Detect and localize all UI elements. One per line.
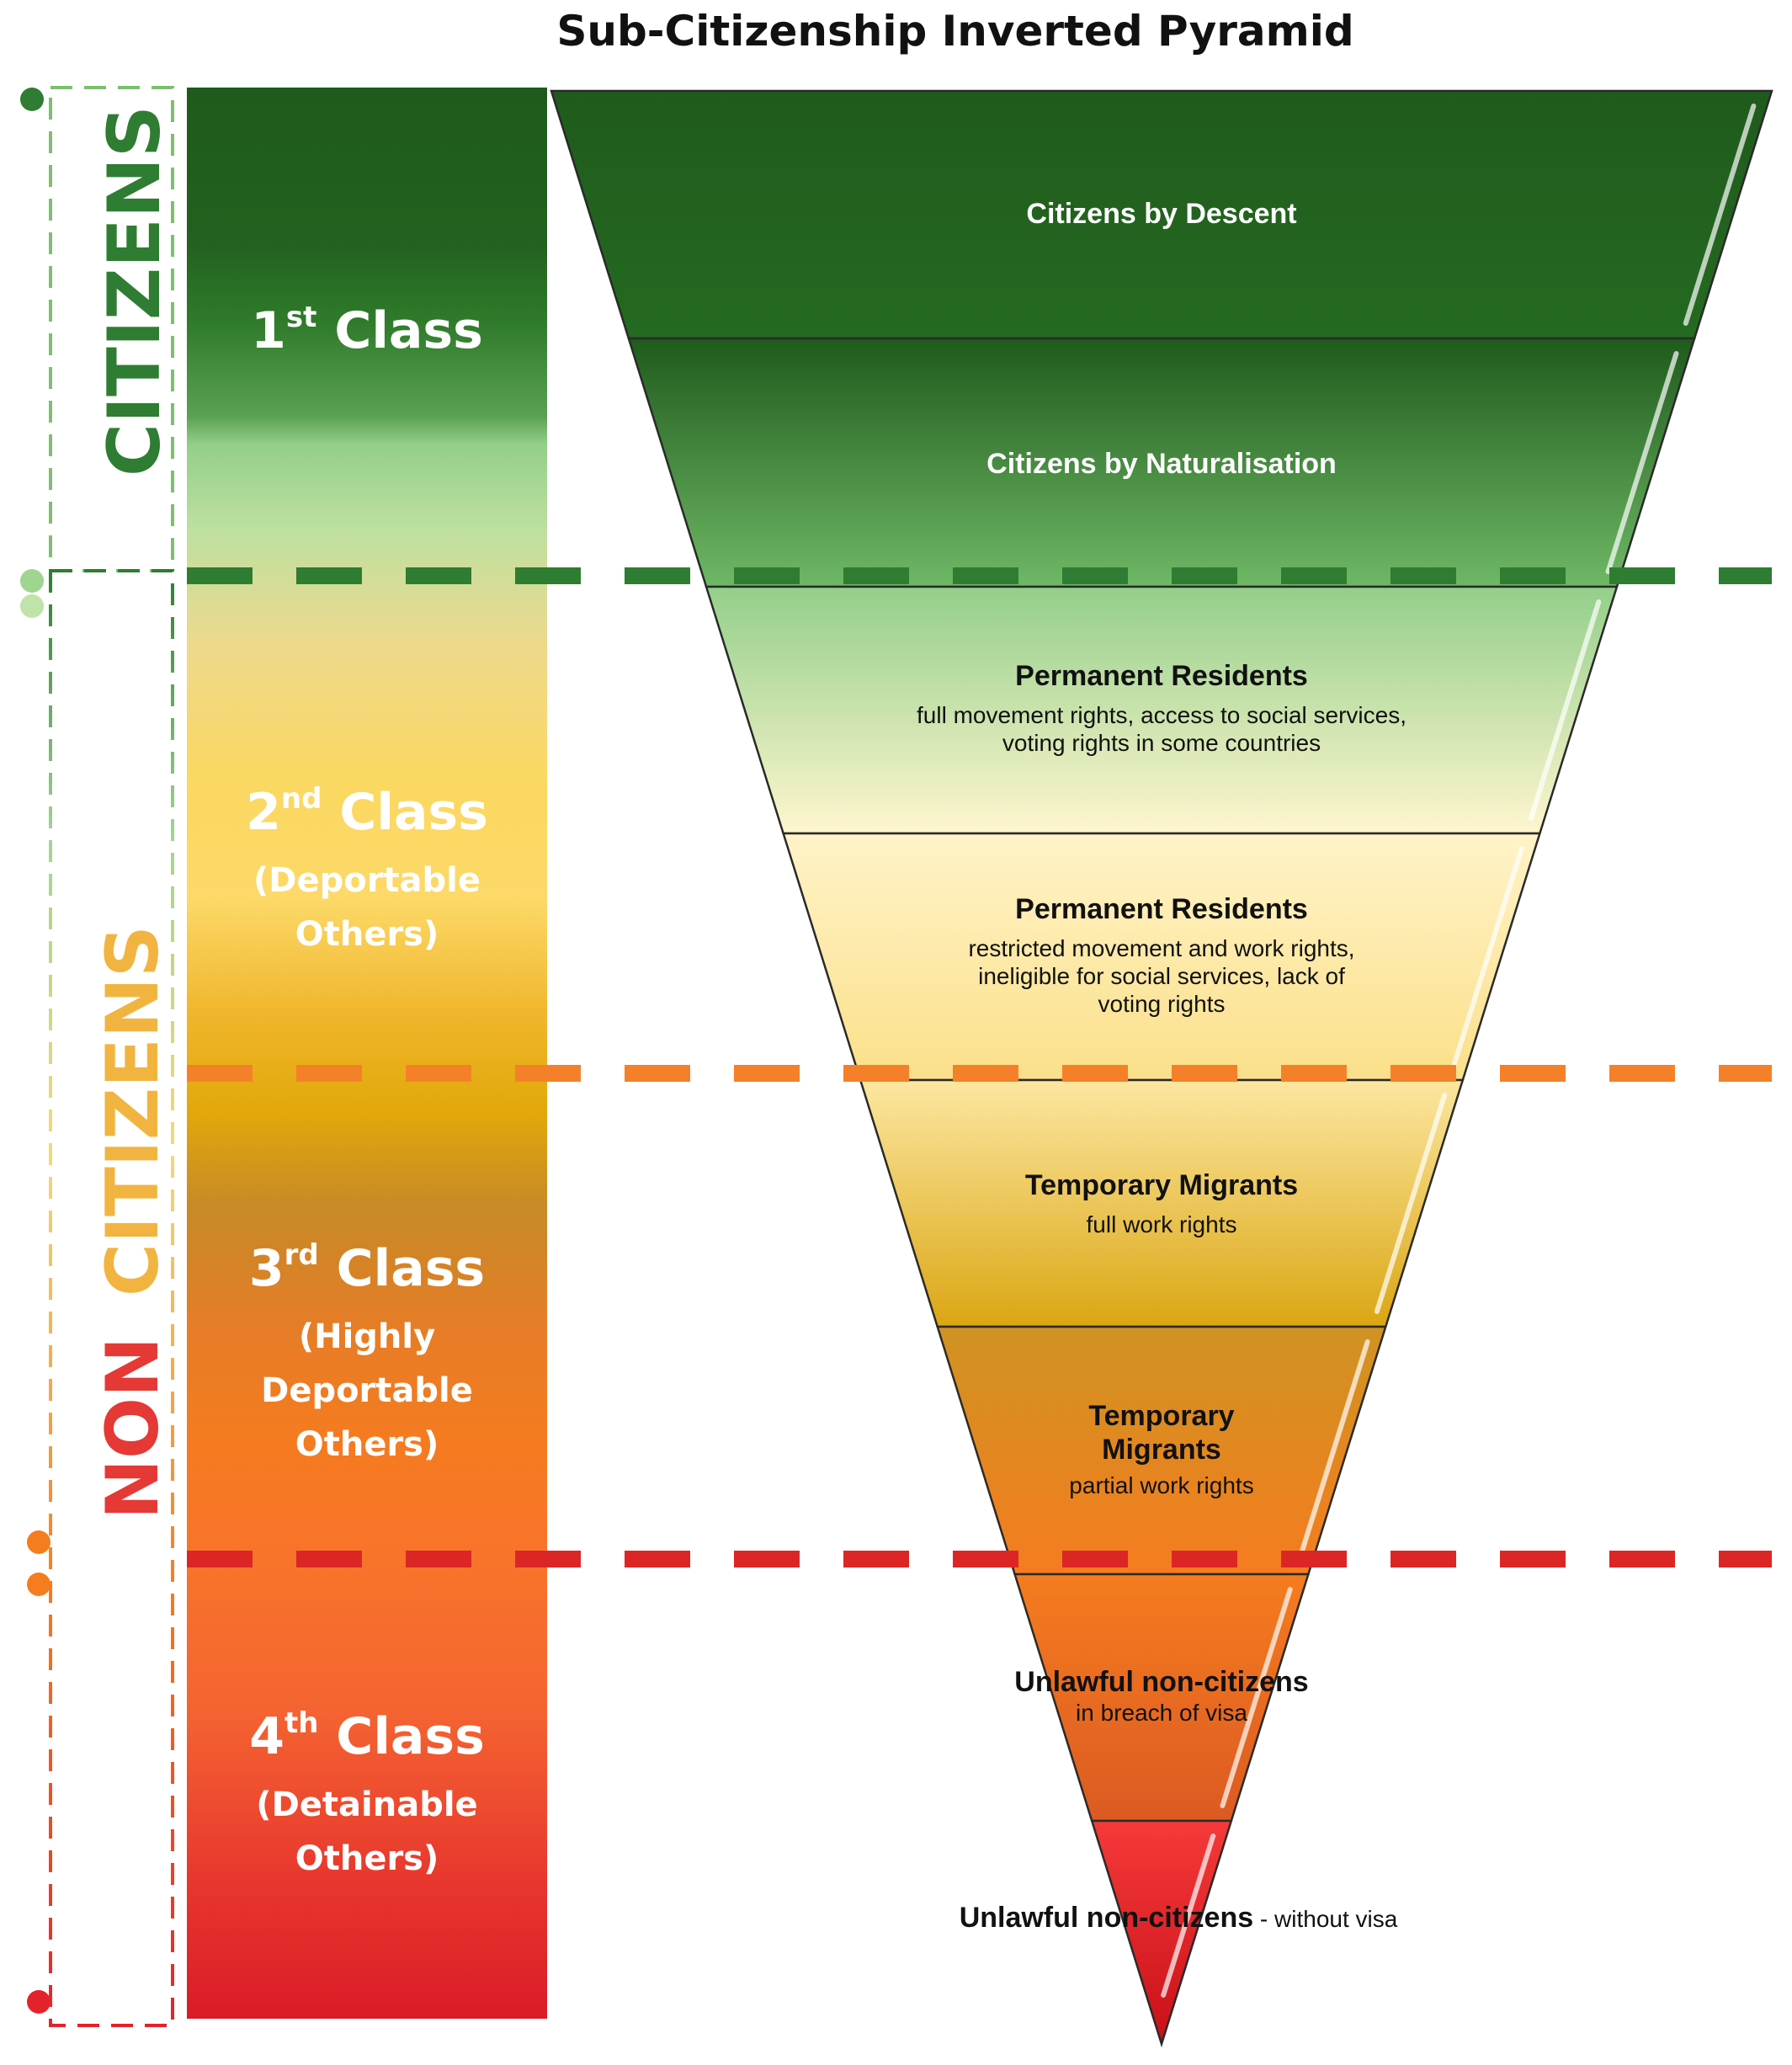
tier-title: Unlawful non-citizens xyxy=(959,1902,1254,1934)
pyramid-tier xyxy=(1090,1819,1233,2048)
class-3-name: 3rd Class xyxy=(248,1238,486,1298)
class-2-name: 2nd Class xyxy=(246,782,488,842)
tier-desc: full work rights xyxy=(1086,1211,1237,1237)
tier-title: Temporary Migrants xyxy=(1024,1169,1299,1201)
tier-desc: - without visa xyxy=(1253,1906,1398,1932)
tier-highlight xyxy=(1220,1587,1293,1808)
page-title: Sub-Citizenship Inverted Pyramid xyxy=(556,7,1354,56)
tier-title: Citizens by Naturalisation xyxy=(986,448,1337,480)
timeline-dot xyxy=(20,594,44,618)
tier-highlight xyxy=(1451,846,1524,1067)
timeline-dot xyxy=(20,88,44,111)
class-3-label: 3rd Class (Highly Deportable Others) xyxy=(187,1238,547,1472)
tier-highlight xyxy=(1374,1093,1448,1314)
class-1-name: 1st Class xyxy=(251,301,483,360)
class-4-label: 4th Class (Detainable Others) xyxy=(187,1706,547,1886)
tier-permanent-residents-restricted: Permanent Residents restricted movement … xyxy=(867,892,1456,1018)
tier-permanent-residents-full: Permanent Residents full movement rights… xyxy=(825,659,1498,757)
timeline-dot xyxy=(27,1573,51,1596)
tier-highlight xyxy=(1297,1339,1370,1562)
tier-desc: in breach of visa xyxy=(1076,1700,1247,1726)
tier-unlawful-without-visa: Unlawful non-citizens - without visa xyxy=(842,1901,1515,1935)
tier-citizens-descent: Citizens by Descent xyxy=(909,197,1414,231)
tier-title: Permanent Residents xyxy=(1015,893,1308,925)
class-2-desc: (Deportable Others) xyxy=(253,861,481,954)
tier-highlight xyxy=(1161,1833,1216,1998)
class-1-label: 1st Class xyxy=(187,301,547,360)
tier-highlight xyxy=(1683,104,1757,326)
tier-title: Citizens by Descent xyxy=(1026,198,1297,230)
tier-title: Temporary Migrants xyxy=(1088,1400,1235,1466)
tier-highlight xyxy=(1605,351,1679,574)
timeline-dot xyxy=(27,1990,51,2014)
tier-title: Permanent Residents xyxy=(1015,660,1308,692)
class-4-desc: (Detainable Others) xyxy=(256,1786,478,1878)
timeline-dot xyxy=(20,569,44,593)
tier-desc: restricted movement and work rights, ine… xyxy=(968,935,1355,1017)
tier-highlight xyxy=(1529,599,1602,821)
tier-desc: partial work rights xyxy=(1069,1472,1254,1498)
class-2-label: 2nd Class (Deportable Others) xyxy=(187,782,547,961)
class-3-desc: (Highly Deportable Others) xyxy=(261,1317,473,1464)
tier-temporary-migrants-partial: Temporary Migrants partial work rights xyxy=(951,1399,1372,1499)
tier-desc: full movement rights, access to social s… xyxy=(917,702,1406,756)
tier-citizens-naturalisation: Citizens by Naturalisation xyxy=(909,447,1414,481)
class-bar xyxy=(187,88,547,2019)
tier-unlawful-breach: Unlawful non-citizens in breach of visa xyxy=(909,1665,1414,1727)
tier-temporary-migrants-full: Temporary Migrants full work rights xyxy=(909,1168,1414,1238)
tier-title: Unlawful non-citizens xyxy=(1014,1666,1309,1698)
class-4-name: 4th Class xyxy=(249,1706,485,1766)
timeline-dot xyxy=(27,1530,51,1554)
non-citizens-box xyxy=(49,569,174,2027)
